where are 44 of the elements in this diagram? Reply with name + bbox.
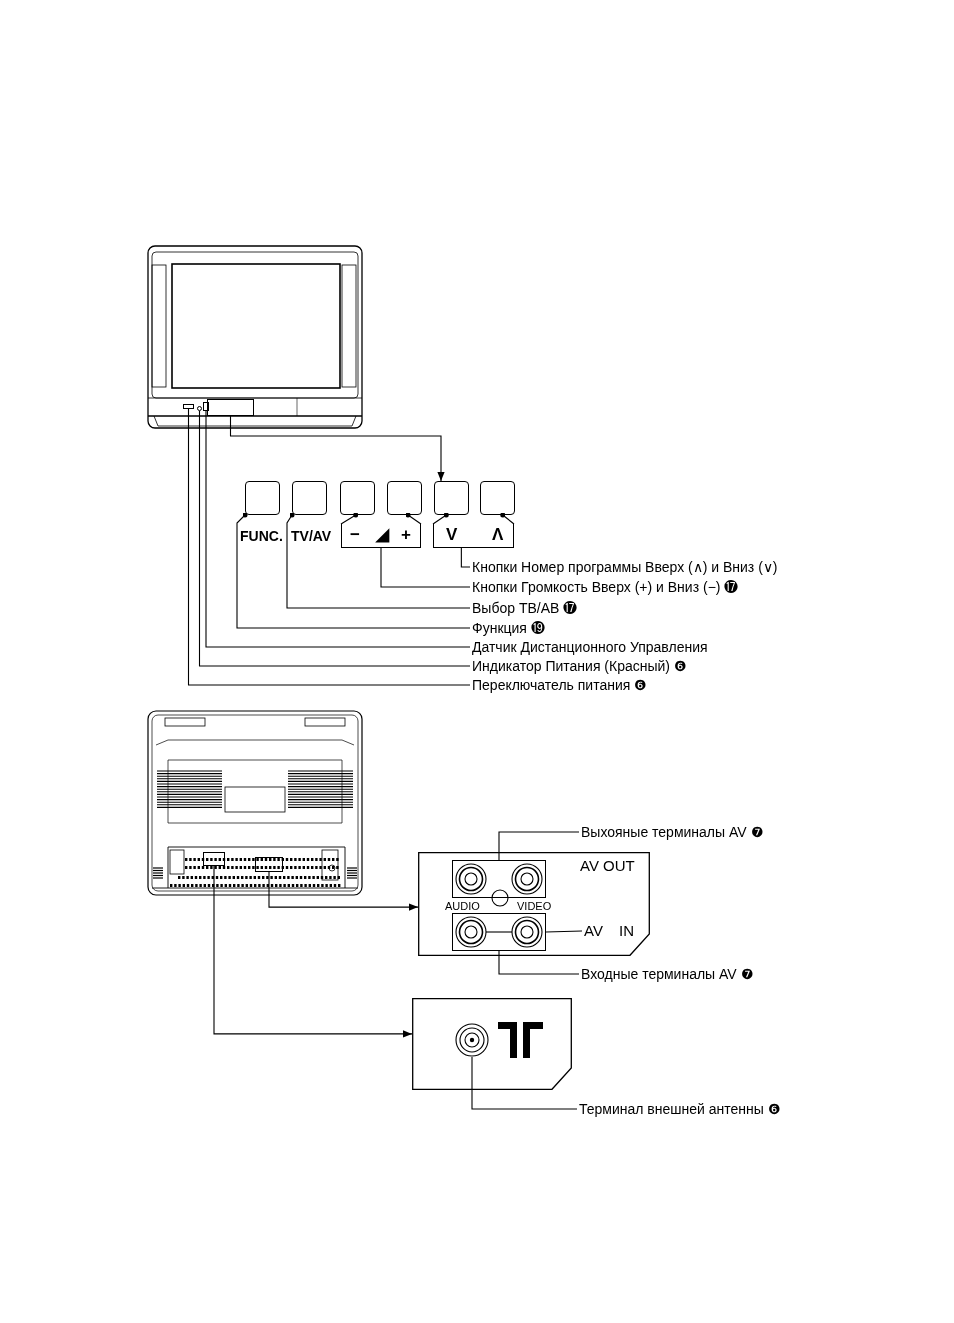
control-part [183, 404, 194, 409]
button-bracket [341, 524, 421, 548]
leader-line [471, 1056, 578, 1110]
arrow [229, 415, 445, 482]
control-part [203, 402, 209, 411]
button-symbol: ◢ [376, 525, 389, 545]
panel-text: VIDEO [517, 900, 552, 912]
antenna-socket [455, 1023, 489, 1057]
button-symbol: V [446, 525, 458, 545]
leader-line [545, 930, 583, 933]
panel-button [434, 481, 469, 515]
button-symbol: + [401, 525, 411, 545]
arrow [213, 865, 413, 1038]
terminal-panel [412, 998, 572, 1090]
leader-line [236, 512, 471, 629]
leader-line [286, 512, 471, 609]
button-bracket [433, 524, 514, 548]
panel-button [340, 481, 375, 515]
leader-line [405, 512, 422, 525]
leader-line [500, 512, 515, 525]
panel-text: AV OUT [580, 857, 635, 875]
arrow [268, 871, 419, 911]
panel-button [245, 481, 280, 515]
terminal-panel [418, 852, 650, 956]
leader-line [340, 512, 359, 525]
panel-text: AUDIO [445, 900, 480, 912]
leader-label: Функция ⓳ [470, 618, 547, 638]
leader-line [380, 547, 471, 588]
button-symbol: Λ [492, 525, 504, 545]
leader-line [432, 512, 449, 525]
panel-button [292, 481, 327, 515]
panel-button [480, 481, 515, 515]
leader-label: Выбор ТВ/АВ ⓱ [470, 598, 580, 618]
leader-line [498, 831, 580, 861]
leader-label: Кнопки Громкость Вверх (+) и Вниз (−) ⓱ [470, 577, 741, 597]
leader-line [460, 547, 471, 568]
panel-button [387, 481, 422, 515]
button-caption: FUNC. [240, 527, 283, 545]
button-caption: TV/AV [291, 527, 332, 545]
leader-line [498, 950, 580, 975]
control-part [203, 852, 225, 866]
button-symbol: − [350, 525, 360, 545]
control-part [207, 399, 254, 416]
control-part [255, 857, 283, 872]
